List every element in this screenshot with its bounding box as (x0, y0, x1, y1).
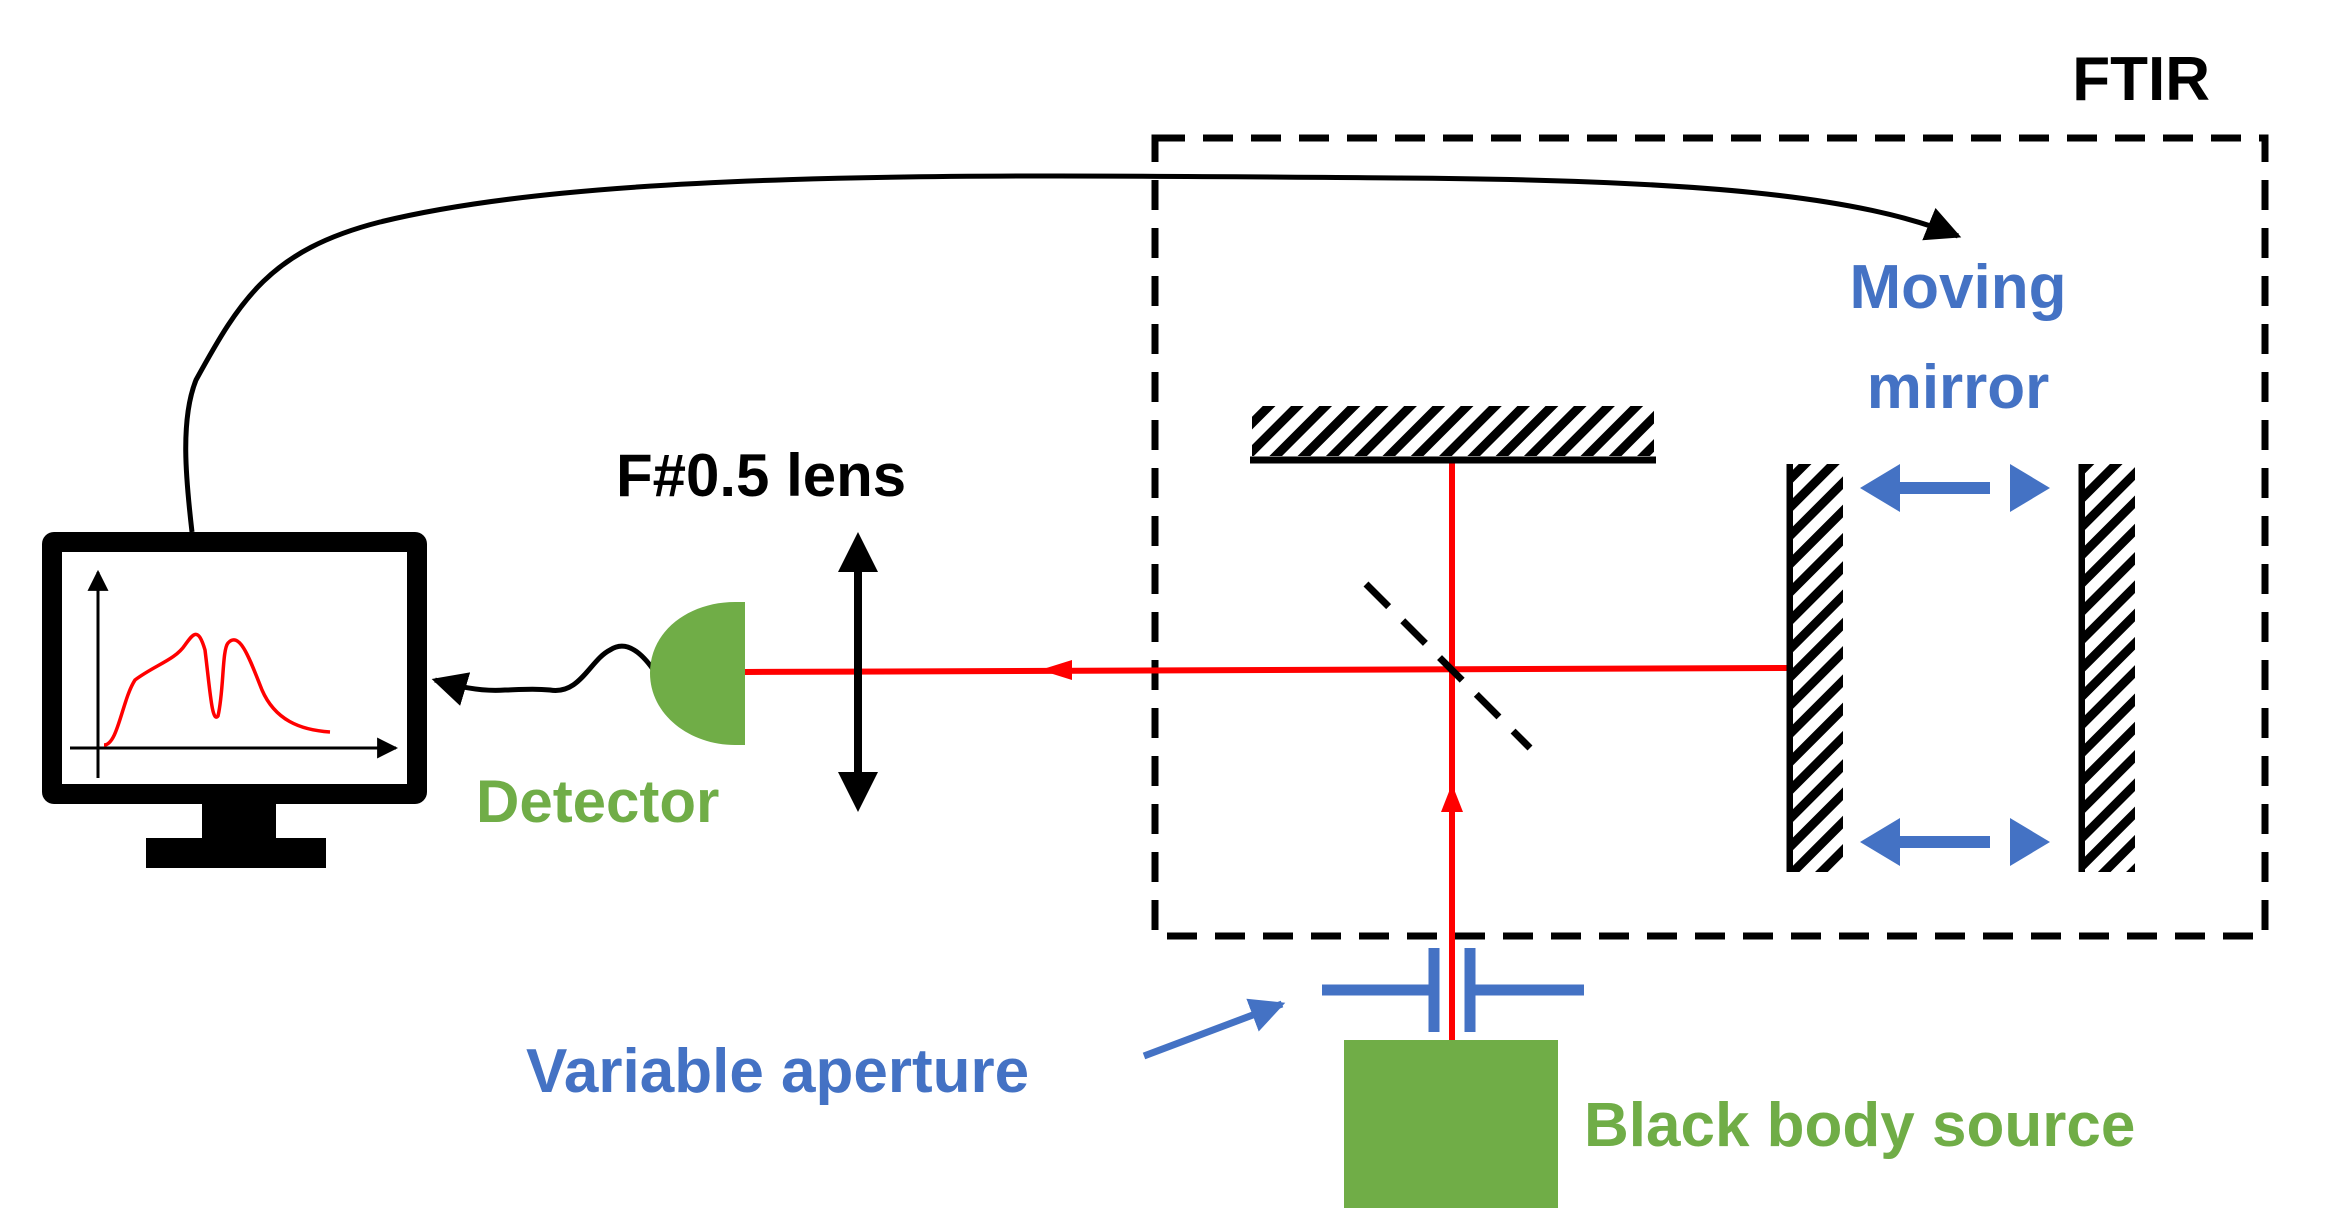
variable-aperture-label: Variable aperture (526, 1037, 1029, 1106)
moving-mirror-label-line1: Moving (1850, 253, 2067, 322)
black-body-source-label: Black body source (1584, 1091, 2135, 1160)
computer-monitor (42, 532, 427, 868)
beam-direction-arrow-up (1441, 784, 1463, 812)
aperture-pointer-arrow (1142, 998, 1286, 1060)
detector-label: Detector (476, 768, 719, 835)
detector-cable (431, 643, 658, 706)
moving-mirror-position-1 (1786, 464, 1843, 872)
fixed-mirror (1250, 406, 1656, 464)
lens (838, 532, 878, 812)
beam-splitter (1363, 581, 1533, 751)
lens-label: F#0.5 lens (616, 442, 906, 509)
ftir-enclosure (1151, 134, 2269, 940)
control-cable (183, 173, 1962, 533)
spectrum-curve (103, 632, 331, 747)
beam-direction-arrow-left (1040, 660, 1072, 680)
black-body-source (1344, 1040, 1558, 1208)
ftir-label: FTIR (2072, 45, 2210, 114)
mirror-motion-arrow-bottom (1860, 818, 2050, 866)
moving-mirror-label-line2: mirror (1867, 353, 2050, 422)
detector (650, 602, 745, 745)
mirror-motion-arrow-top (1860, 464, 2050, 512)
moving-mirror-position-2 (2078, 464, 2135, 872)
beam-horizontal (744, 665, 1793, 675)
variable-aperture (1322, 948, 1584, 1032)
